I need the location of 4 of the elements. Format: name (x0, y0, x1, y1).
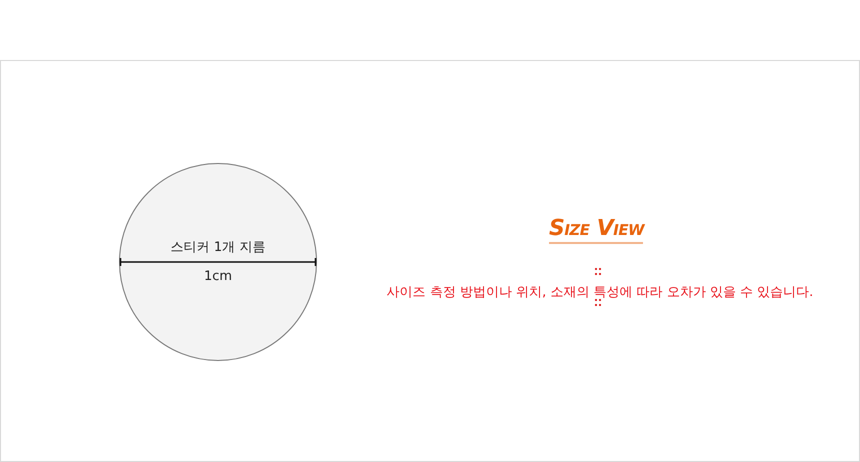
dimension-value: 1cm (202, 269, 234, 284)
note-text: 사이즈 측정 방법이나 위치, 소재의 특성에 따라 오차가 있을 수 있습니다. (386, 284, 814, 301)
dimension-caption: 스티커 1개 지름 (170, 239, 266, 256)
title: Size View (549, 216, 643, 244)
